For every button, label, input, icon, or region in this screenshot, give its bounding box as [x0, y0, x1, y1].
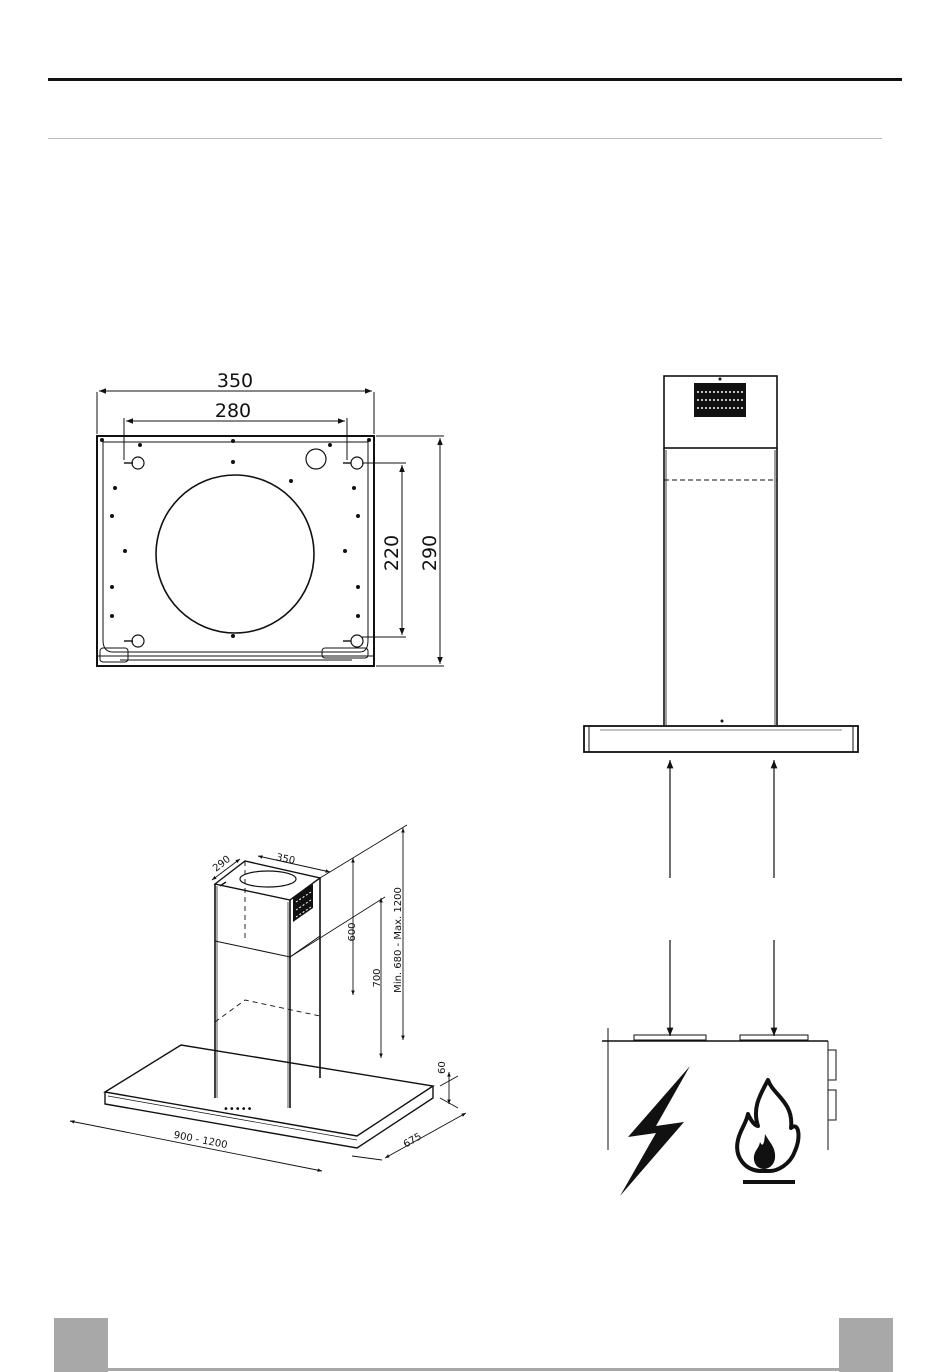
iso-dim-canopy-height: 60 — [437, 1061, 448, 1074]
gas-flame-icon — [737, 1080, 798, 1184]
footer-rule — [108, 1368, 839, 1371]
dim-width-holes: 280 — [215, 400, 251, 422]
electric-icon — [620, 1066, 690, 1196]
footer-page-tab-left — [54, 1318, 108, 1372]
front-view-hood — [584, 376, 858, 752]
iso-dim-lower: 700 — [372, 968, 383, 987]
iso-vent-grille-icon: ••••• — [223, 884, 313, 1115]
iso-dim-width: 350 — [275, 852, 296, 867]
dim-height-holes: 220 — [381, 535, 403, 571]
iso-dim-canopy-width: 900 - 1200 — [173, 1130, 229, 1151]
iso-dim-total: Min. 680 - Max. 1200 — [393, 887, 404, 993]
iso-dimension-lines — [70, 825, 466, 1171]
iso-dim-depth: 290 — [211, 854, 233, 874]
top-view-plate — [97, 436, 374, 666]
clearance-arrows — [670, 760, 774, 1036]
iso-dim-canopy-depth: 675 — [402, 1131, 424, 1150]
iso-dim-upper: 600 — [347, 922, 358, 941]
dim-width-outer: 350 — [217, 370, 253, 392]
footer-page-tab-right — [839, 1318, 893, 1372]
dim-height-outer: 290 — [419, 535, 441, 571]
svg-text:•••••: ••••• — [223, 1104, 253, 1115]
vent-grille-icon — [694, 378, 746, 723]
iso-view-hood — [105, 861, 433, 1148]
